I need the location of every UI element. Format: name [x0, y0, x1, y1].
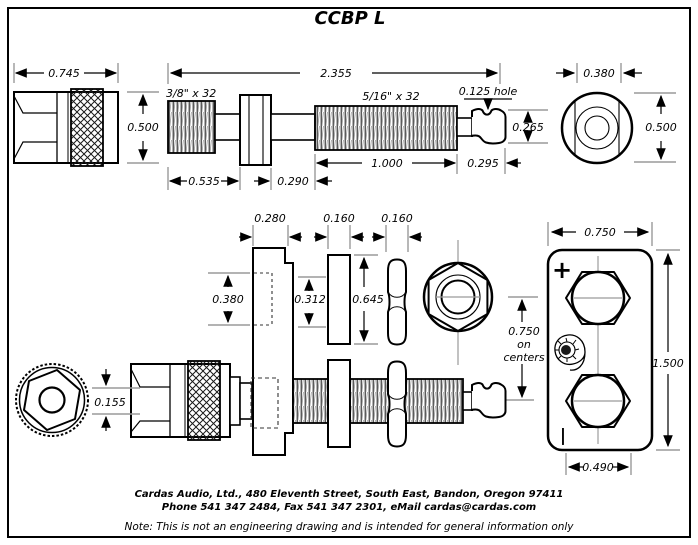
mid-parts: [208, 225, 538, 456]
dim-washer-od: 0.645: [352, 293, 384, 306]
nut-side: [387, 258, 407, 346]
panel-front-view: [546, 222, 680, 475]
dim-cap-height: 0.500: [127, 121, 159, 134]
nut-front-view: [15, 363, 140, 437]
label-thread2-spec: 5/16" x 32: [362, 90, 419, 103]
washer-assembled: [327, 359, 351, 448]
dim-thread2-length: 1.000: [371, 157, 403, 170]
label-thread1-spec: 3/8" x 32: [166, 87, 216, 100]
dim-nut-width: 0.160: [381, 212, 413, 225]
dim-flange-bore: 0.380: [212, 293, 244, 306]
plus-mark: +: [552, 256, 572, 284]
footer-address: Cardas Audio, Ltd., 480 Eleventh Street,…: [135, 489, 564, 500]
dim-cap-width: 0.745: [48, 67, 80, 80]
dim-tip-length: 0.295: [467, 157, 499, 170]
dim-centers-value: 0.750: [508, 325, 540, 338]
drawing-title: CCBP L: [314, 8, 385, 29]
hidden-shaft: [250, 377, 279, 429]
dim-nut-hole: 0.155: [94, 396, 126, 409]
post-front-view: [556, 63, 676, 165]
cardas-shell-logo: [554, 334, 586, 371]
post-side-view: [167, 63, 548, 190]
label-hole-note: 0.125 hole: [459, 85, 518, 98]
footer-note: Note: This is not an engineering drawing…: [124, 521, 574, 533]
nut-assembled: [387, 360, 407, 448]
dim-front-diameter: 0.500: [645, 121, 677, 134]
dim-washer-bore: 0.312: [294, 293, 326, 306]
flange: [252, 247, 294, 456]
footer-contact: Phone 541 347 2484, Fax 541 347 2301, eM…: [162, 502, 536, 513]
dim-panel-hole-span: 0.490: [582, 461, 614, 474]
dim-tip-height: 0.265: [512, 121, 544, 134]
assembly-side-view: [130, 359, 507, 448]
washer: [327, 254, 351, 345]
dim-hex-length: 0.290: [277, 175, 309, 188]
dim-centers-word-centers: centers: [503, 351, 544, 364]
post-tip: [471, 108, 507, 145]
dim-flange-width: 0.280: [254, 212, 286, 225]
dim-front-flat: 0.380: [583, 67, 615, 80]
cap-side-view: [13, 63, 159, 167]
dim-washer-width: 0.160: [323, 212, 355, 225]
minus-mark: |: [560, 426, 566, 446]
dim-panel-width: 0.750: [584, 226, 616, 239]
dim-centers-word-on: on: [517, 338, 531, 351]
dim-overall-length: 2.355: [320, 67, 352, 80]
dim-thread1-length: 0.535: [188, 175, 220, 188]
assembly-tip: [471, 382, 507, 419]
dim-panel-height: 1.500: [652, 357, 684, 370]
